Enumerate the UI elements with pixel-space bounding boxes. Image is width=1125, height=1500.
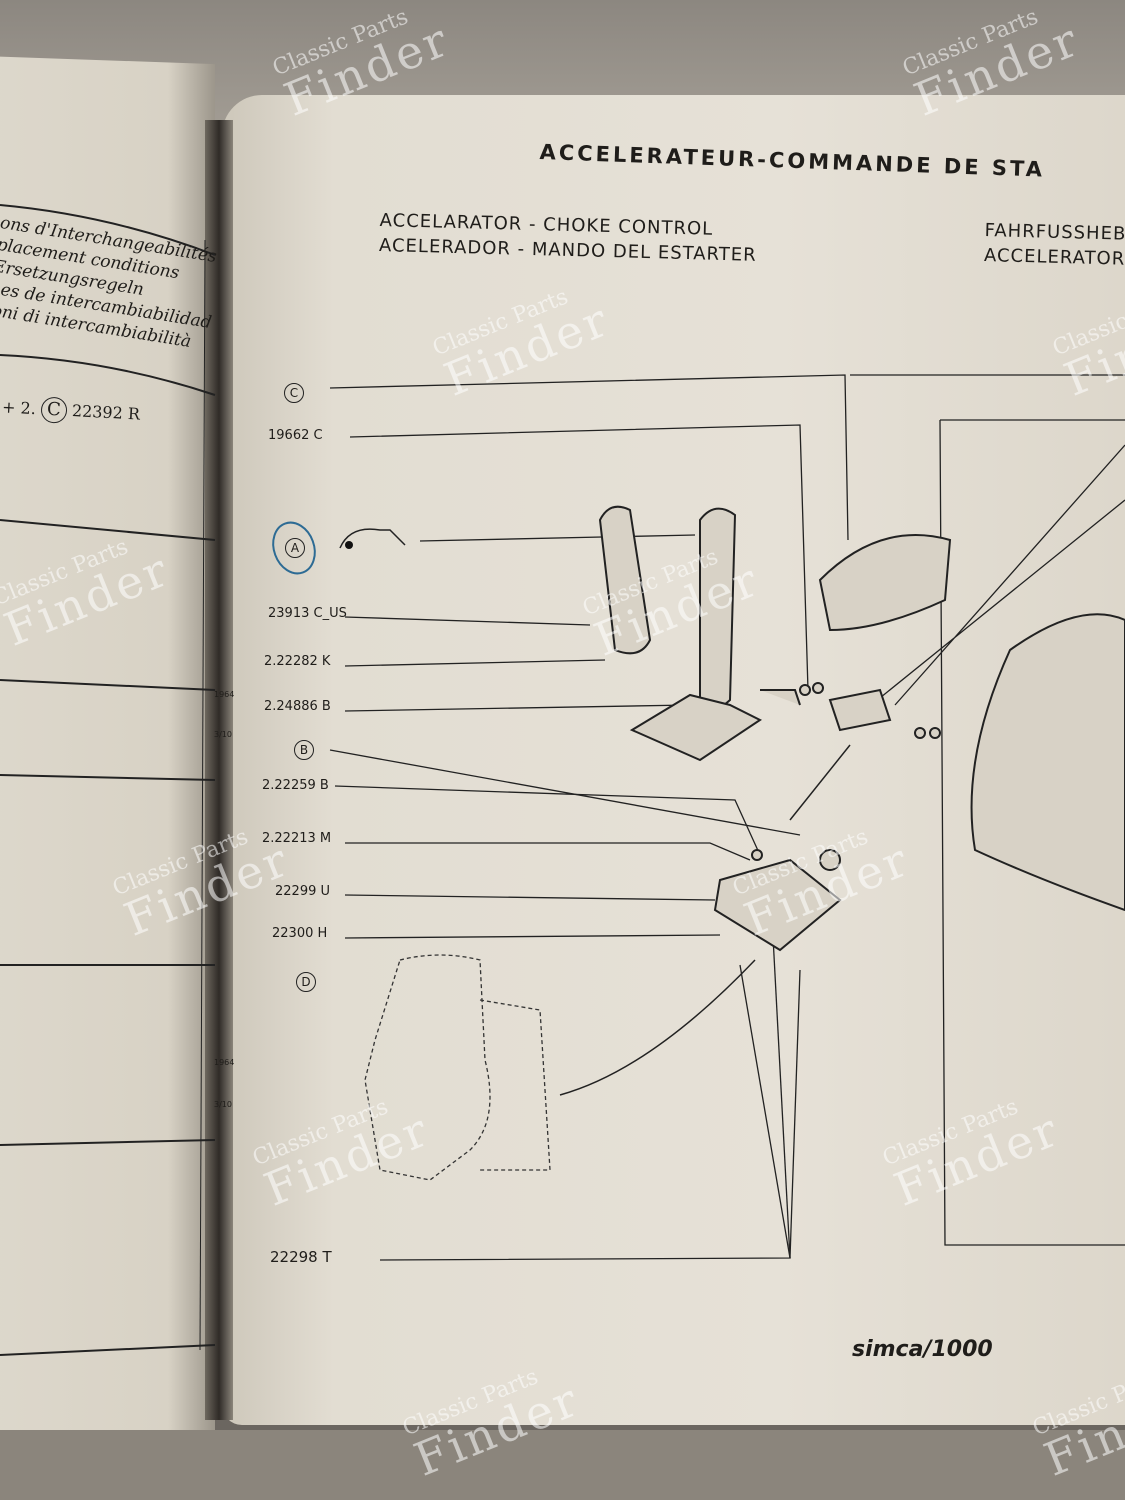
part-label: 2.22259 B — [262, 778, 329, 793]
margin-note: 1964 — [214, 690, 235, 699]
callout-a: A — [285, 538, 305, 558]
margin-note: 3/10 — [214, 730, 232, 739]
entry-ref: 22392 R — [71, 401, 141, 424]
subtitle-right: FAHRFUSSHEBE ACCELERATOR — [984, 218, 1125, 272]
subtitle-left: ACCELARATOR - CHOKE CONTROL ACELERADOR -… — [379, 208, 758, 268]
brand-logo: simca/1000 — [852, 1337, 993, 1362]
callout-b: B — [294, 740, 314, 760]
entry-marker: C — [40, 396, 68, 424]
margin-note: 1964 — [214, 1058, 235, 1067]
entry-prefix: + 2. — [1, 397, 37, 419]
subtitle-line: ACCELERATOR — [983, 244, 1125, 270]
part-label: 22298 T — [270, 1248, 332, 1266]
book-gutter — [205, 120, 233, 1420]
callout-d: D — [296, 972, 316, 992]
part-label: 23913 C_US — [268, 606, 347, 621]
margin-note: 3/10 — [214, 1100, 232, 1109]
part-label: 2.24886 B — [264, 699, 331, 714]
part-label: 22299 U — [275, 884, 331, 899]
callout-c: C — [284, 383, 304, 403]
table-surface — [0, 1430, 1125, 1500]
part-label: 2.22282 K — [264, 654, 331, 669]
part-label: 22300 H — [272, 926, 328, 941]
part-label: 19662 C — [268, 428, 323, 443]
part-label: 2.22213 M — [262, 831, 332, 846]
